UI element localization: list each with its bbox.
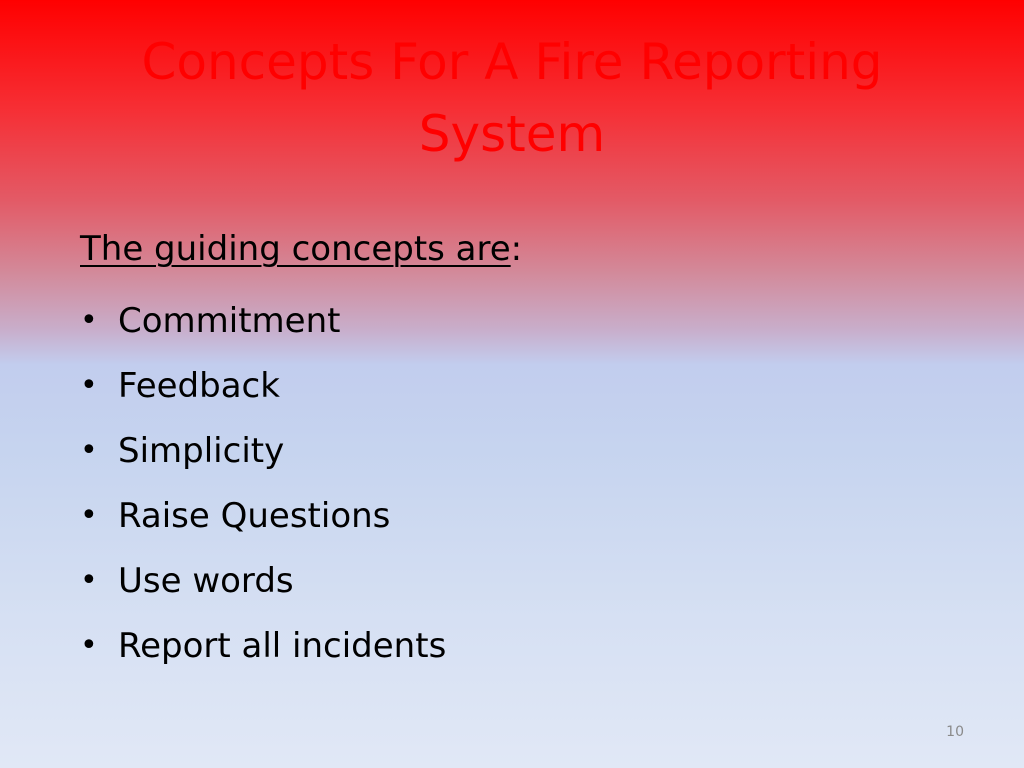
bullet-item: • Raise Questions [80, 483, 940, 548]
intro-line: The guiding concepts are: [80, 224, 940, 274]
bullet-dot-icon: • [80, 563, 98, 598]
bullet-text: Raise Questions [118, 495, 391, 536]
slide-body: The guiding concepts are: • Commitment •… [80, 224, 940, 678]
bullet-text: Report all incidents [118, 625, 447, 666]
bullet-item: • Commitment [80, 288, 940, 353]
bullet-text: Commitment [118, 300, 341, 341]
intro-underlined-text: The guiding concepts are [80, 229, 511, 269]
bullet-dot-icon: • [80, 628, 98, 663]
bullet-dot-icon: • [80, 433, 98, 468]
bullet-dot-icon: • [80, 368, 98, 403]
bullet-item: • Report all incidents [80, 613, 940, 678]
slide-number: 10 [946, 724, 964, 740]
bullet-text: Feedback [118, 365, 280, 406]
bullet-text: Simplicity [118, 430, 285, 471]
slide-title-line-1: Concepts For A Fire Reporting [141, 33, 883, 91]
bullet-item: • Feedback [80, 353, 940, 418]
intro-colon: : [510, 229, 523, 269]
bullet-dot-icon: • [80, 303, 98, 338]
bullet-item: • Use words [80, 548, 940, 613]
bullet-item: • Simplicity [80, 418, 940, 483]
bullet-dot-icon: • [80, 498, 98, 533]
slide-title-line-2: System [418, 105, 606, 163]
bullet-list: • Commitment • Feedback • Simplicity • R… [80, 288, 940, 678]
slide-title: Concepts For A Fire Reporting System [100, 26, 924, 170]
bullet-text: Use words [118, 560, 294, 601]
